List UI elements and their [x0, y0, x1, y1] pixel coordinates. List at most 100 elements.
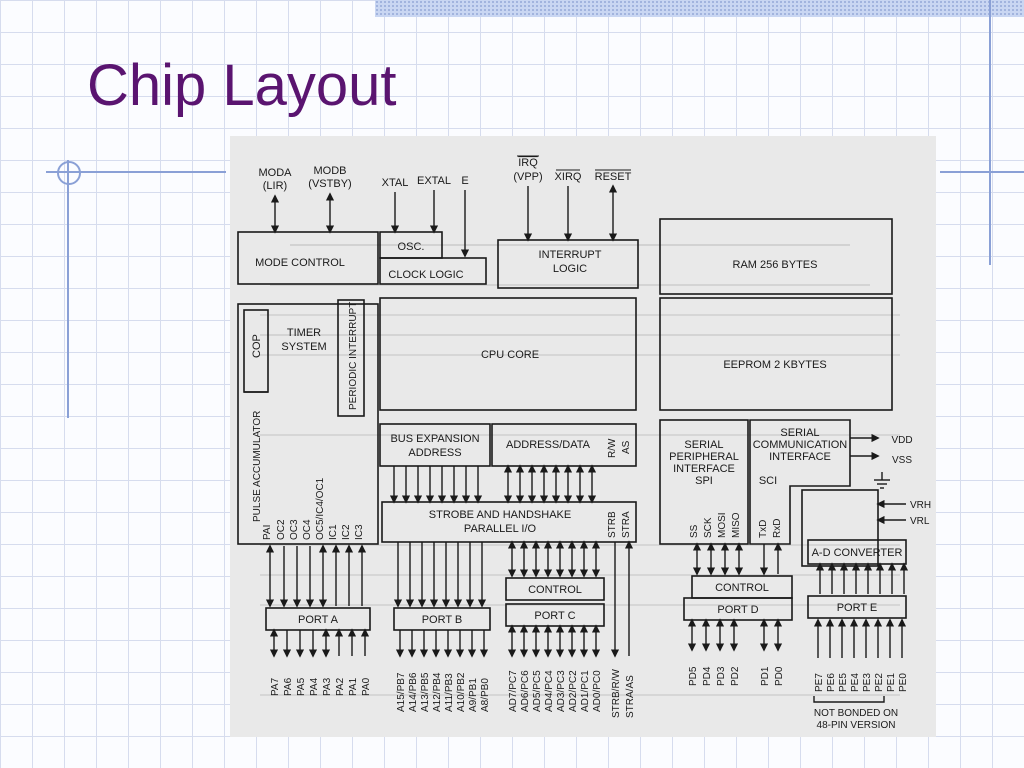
strb-label: STRB — [607, 511, 618, 538]
vdd-label: VDD — [891, 435, 912, 446]
reset-label: RESET — [595, 171, 632, 183]
pin-pc3: AD3/PC3 — [556, 670, 567, 712]
spi-signal-labels: SS SCK MOSI MISO — [689, 512, 742, 538]
timer-signal-oc5: OC5/IC4/OC1 — [315, 477, 326, 540]
clock-logic-label: CLOCK LOGIC — [388, 269, 463, 281]
pin-pb1: A9/PB1 — [468, 678, 479, 712]
chip-block-diagram: MODA (LIR) MODB (VSTBY) XTAL EXTAL E IRQ… — [230, 136, 936, 737]
clock-logic-block — [379, 257, 487, 285]
decorative-horizontal-line-right — [940, 171, 1024, 173]
pin-pe2: PE2 — [874, 673, 885, 692]
sci-label-1: SERIAL — [780, 427, 819, 439]
port-c-pin-labels: AD7/PC7 AD6/PC6 AD5/PC5 AD4/PC4 AD3/PC3 … — [508, 670, 603, 712]
timer-signal-ic3: IC3 — [354, 524, 365, 540]
sci-label-3: INTERFACE — [769, 451, 831, 463]
pin-pc1: AD1/PC1 — [580, 670, 591, 712]
spi-label-1: SERIAL — [684, 439, 723, 451]
pin-pb5: A13/PB5 — [420, 672, 431, 712]
timer-signal-ic1: IC1 — [328, 524, 339, 540]
pin-pe6: PE6 — [826, 673, 837, 692]
timer-signal-oc2: OC2 — [276, 519, 287, 540]
port-a-block — [265, 607, 371, 631]
e-label: E — [461, 175, 468, 187]
port-d-label: PORT D — [717, 604, 758, 616]
pin-pe4: PE4 — [850, 673, 861, 692]
periodic-interrupt-label: PERIODIC INTERRUPT — [348, 302, 359, 410]
diagram-svg: MODA (LIR) MODB (VSTBY) XTAL EXTAL E IRQ… — [237, 155, 931, 731]
pin-pc6: AD6/PC6 — [520, 670, 531, 712]
as-label: AS — [621, 440, 632, 454]
not-bonded-label-2: 48-PIN VERSION — [817, 720, 896, 731]
decorative-circle — [57, 161, 81, 185]
interrupt-logic-label-1: INTERRUPT — [539, 249, 602, 261]
cpu-core-block — [379, 297, 637, 411]
moda-label: MODA — [259, 167, 293, 179]
adc-label: A-D CONVERTER — [812, 547, 903, 559]
pin-pd4: PD4 — [702, 666, 713, 686]
pin-strb-rw: STRB/R/W — [611, 669, 622, 718]
pin-pa1: PA1 — [348, 677, 359, 696]
pin-pa3: PA3 — [322, 677, 333, 696]
port-c-block — [505, 603, 605, 627]
vrh-label: VRH — [910, 500, 931, 511]
pin-pe3: PE3 — [862, 673, 873, 692]
address-data-label: ADDRESS/DATA — [506, 439, 591, 451]
spi-signal-mosi: MOSI — [717, 512, 728, 538]
bus-expansion-label-1: BUS EXPANSION — [390, 433, 479, 445]
top-signals: MODA (LIR) MODB (VSTBY) XTAL EXTAL E IRQ… — [259, 155, 632, 258]
spi-signal-miso: MISO — [731, 512, 742, 538]
port-a-label: PORT A — [298, 614, 339, 626]
vss-label: VSS — [892, 455, 912, 466]
port-a-pin-labels: PA7 PA6 PA5 PA4 PA3 PA2 PA1 PA0 — [270, 677, 372, 696]
pin-pa6: PA6 — [283, 677, 294, 696]
control-c-block — [505, 577, 605, 601]
power-pins: VDD VSS VRH VRL — [850, 433, 931, 527]
spi-label-3: INTERFACE — [673, 463, 735, 475]
pin-pb4: A12/PB4 — [432, 672, 443, 712]
top-decorative-band — [375, 0, 1024, 17]
interrupt-logic-label-2: LOGIC — [553, 263, 587, 275]
bus-arrows — [389, 464, 597, 504]
spi-label-4: SPI — [695, 475, 713, 487]
port-arrows — [265, 540, 909, 658]
extal-label: EXTAL — [417, 175, 451, 187]
pin-pa7: PA7 — [270, 677, 281, 696]
not-bonded-bracket — [813, 696, 885, 703]
pin-pb6: A14/PB6 — [408, 672, 419, 712]
pin-pb2: A10/PB2 — [456, 672, 467, 712]
port-b-label: PORT B — [422, 614, 463, 626]
mode-control-label: MODE CONTROL — [255, 257, 345, 269]
control-d-label: CONTROL — [715, 582, 769, 594]
irq-sub-label: (VPP) — [513, 171, 542, 183]
ram-label: RAM 256 BYTES — [733, 259, 818, 271]
irq-label: IRQ — [518, 157, 538, 169]
slide-title: Chip Layout — [87, 53, 397, 118]
decorative-vertical-line-right — [989, 0, 991, 265]
spi-block — [659, 419, 749, 545]
sci-signal-txd: TxD — [758, 520, 769, 538]
port-e-pin-labels: PE7 PE6 PE5 PE4 PE3 PE2 PE1 PE0 — [814, 673, 909, 692]
xtal-label: XTAL — [382, 177, 409, 189]
strobe-label-1: STROBE AND HANDSHAKE — [429, 509, 571, 521]
ram-block — [659, 218, 893, 295]
pin-pe5: PE5 — [838, 673, 849, 692]
pin-pa0: PA0 — [361, 677, 372, 696]
timer-signal-oc4: OC4 — [302, 519, 313, 540]
osc-label: OSC. — [398, 241, 425, 253]
pin-pa2: PA2 — [335, 677, 346, 696]
sci-short-label: SCI — [759, 475, 777, 487]
eeprom-label: EEPROM 2 KBYTES — [723, 359, 826, 371]
spi-label-2: PERIPHERAL — [669, 451, 739, 463]
port-c-label: PORT C — [534, 610, 575, 622]
mode-control-block — [237, 231, 379, 285]
timer-label-2: SYSTEM — [281, 341, 326, 353]
port-e-label: PORT E — [837, 602, 878, 614]
xirq-label: XIRQ — [555, 171, 582, 183]
timer-signal-ic2: IC2 — [341, 524, 352, 540]
not-bonded-label-1: NOT BONDED ON — [814, 708, 898, 719]
rw-label: R/W — [607, 438, 618, 458]
pin-pa5: PA5 — [296, 677, 307, 696]
port-d-pin-labels: PD5 PD4 PD3 PD2 PD1 PD0 — [688, 666, 785, 686]
pin-pe0: PE0 — [898, 673, 909, 692]
timer-signal-labels: PAI OC2 OC3 OC4 OC5/IC4/OC1 IC1 IC2 IC3 — [262, 477, 365, 540]
